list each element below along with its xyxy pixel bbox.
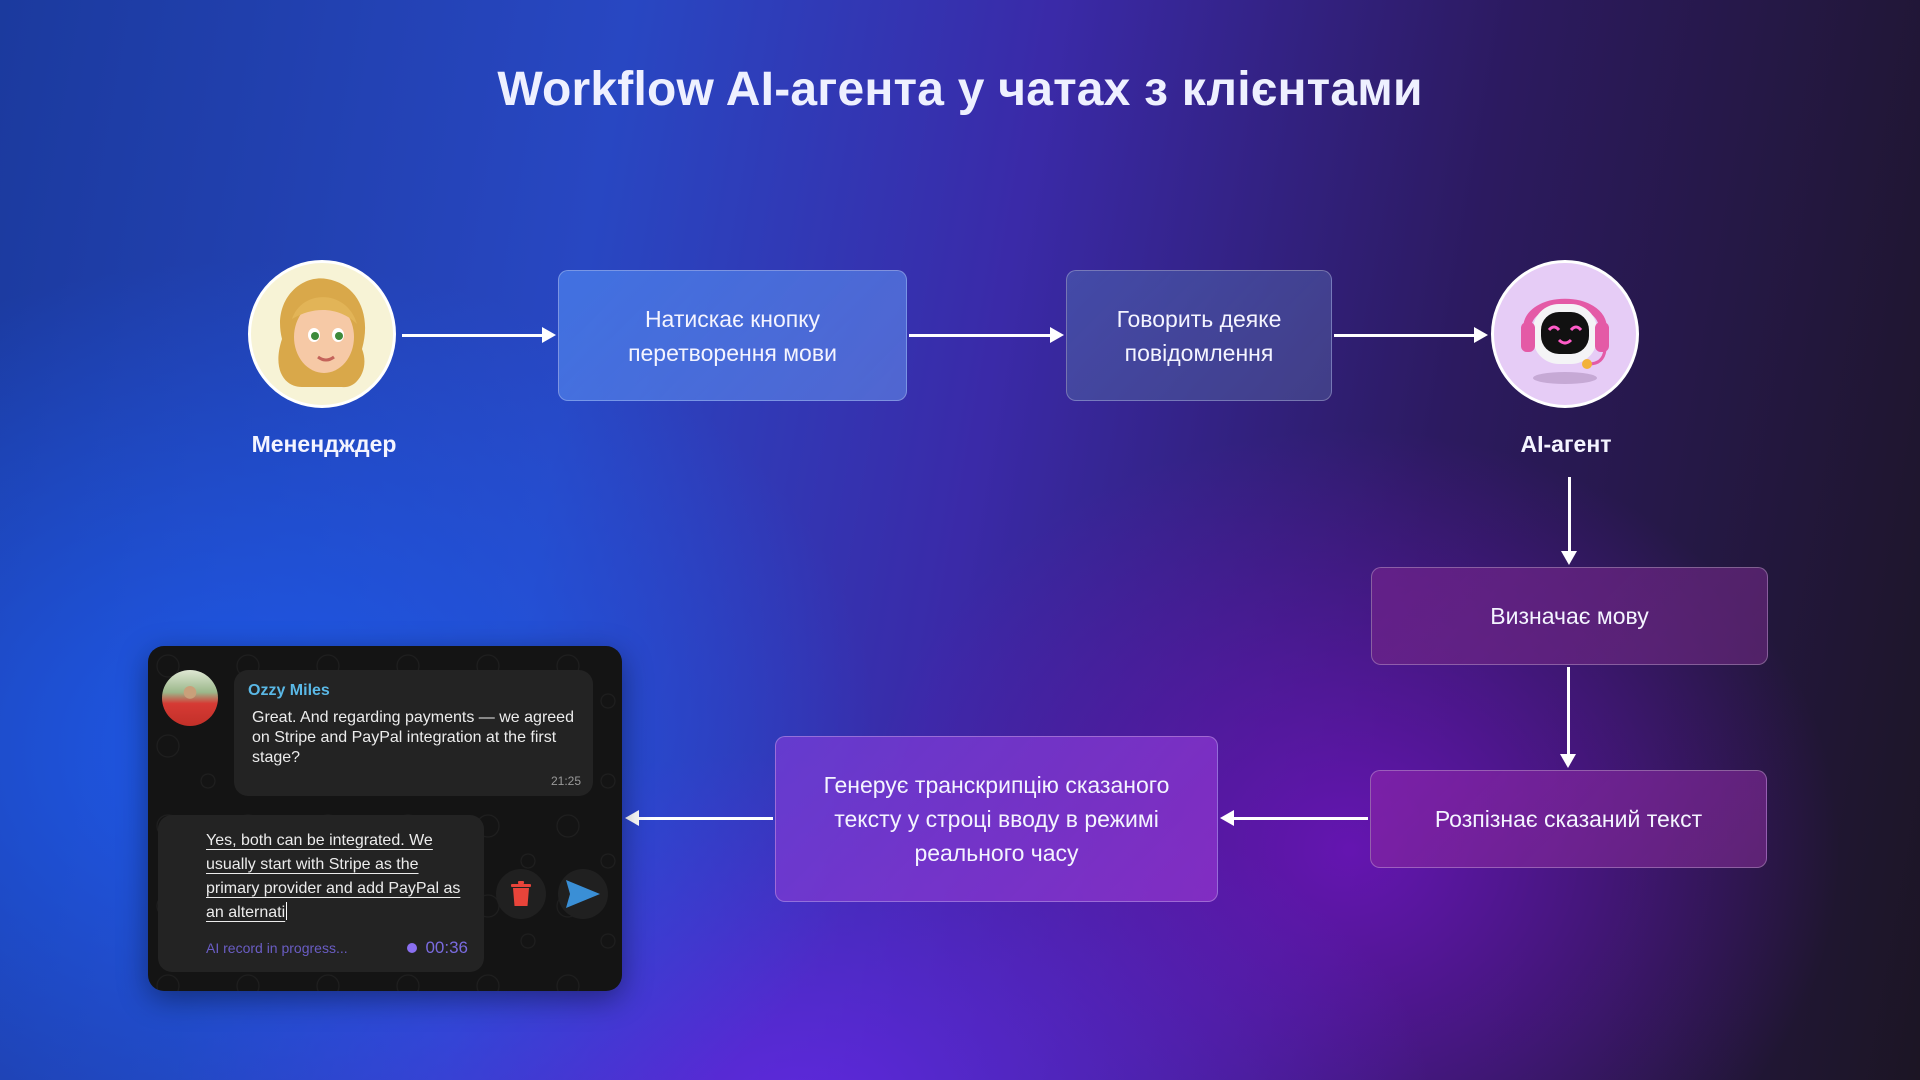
arrow-line [1234,817,1368,820]
send-icon [566,880,600,908]
manager-label: Менендждер [251,431,397,457]
robot-headset-avatar-icon [1521,298,1609,384]
arrow-down-icon [1561,551,1577,565]
arrow-left-icon [625,810,639,826]
arrow-right-icon [1050,327,1064,343]
timer-value: 00:36 [425,938,468,957]
incoming-message: Ozzy Miles Great. And regarding payments… [234,670,593,796]
arrow-line [1334,334,1476,337]
send-button[interactable] [558,869,608,919]
recording-timer: 00:36 [407,938,468,958]
recording-status: AI record in progress... [206,940,348,956]
step-speak-message: Говорить деяке повідомлення [1066,270,1332,401]
message-time: 21:25 [550,774,581,788]
text-caret [286,902,288,920]
message-text: Great. And regarding payments — we agree… [252,709,574,766]
page-title: Workflow AI-агента у чатах з клієнтами [497,63,1423,116]
ai-agent-avatar [1491,260,1639,408]
arrow-line [402,334,544,337]
delete-button[interactable] [496,869,546,919]
chat-preview: Ozzy Miles Great. And regarding payments… [148,646,622,991]
arrow-down-icon [1560,754,1576,768]
contact-avatar[interactable] [162,670,218,726]
sender-name[interactable]: Ozzy Miles [248,682,330,699]
manager-avatar [248,260,396,408]
ai-agent-label: AI-агент [1520,431,1612,457]
arrow-line [1567,667,1570,756]
step-recognize-text: Розпізнає сказаний текст [1370,770,1767,868]
trash-icon [511,881,531,906]
manager-avatar-icon [278,278,366,388]
step-detect-language: Визначає мову [1371,567,1768,665]
step-press-voice-button: Натискає кнопку перетворення мови [558,270,907,401]
message-input[interactable]: Yes, both can be integrated. We usually … [158,815,484,972]
recording-dot-icon [407,943,418,953]
step-generate-transcription: Генерує транскрипцію сказаного тексту у … [775,736,1218,902]
arrow-line [909,334,1052,337]
arrow-line [639,817,773,820]
arrow-right-icon [542,327,556,343]
arrow-left-icon [1220,810,1234,826]
arrow-line [1568,477,1571,553]
arrow-right-icon [1474,327,1488,343]
draft-text[interactable]: Yes, both can be integrated. We usually … [206,832,461,921]
